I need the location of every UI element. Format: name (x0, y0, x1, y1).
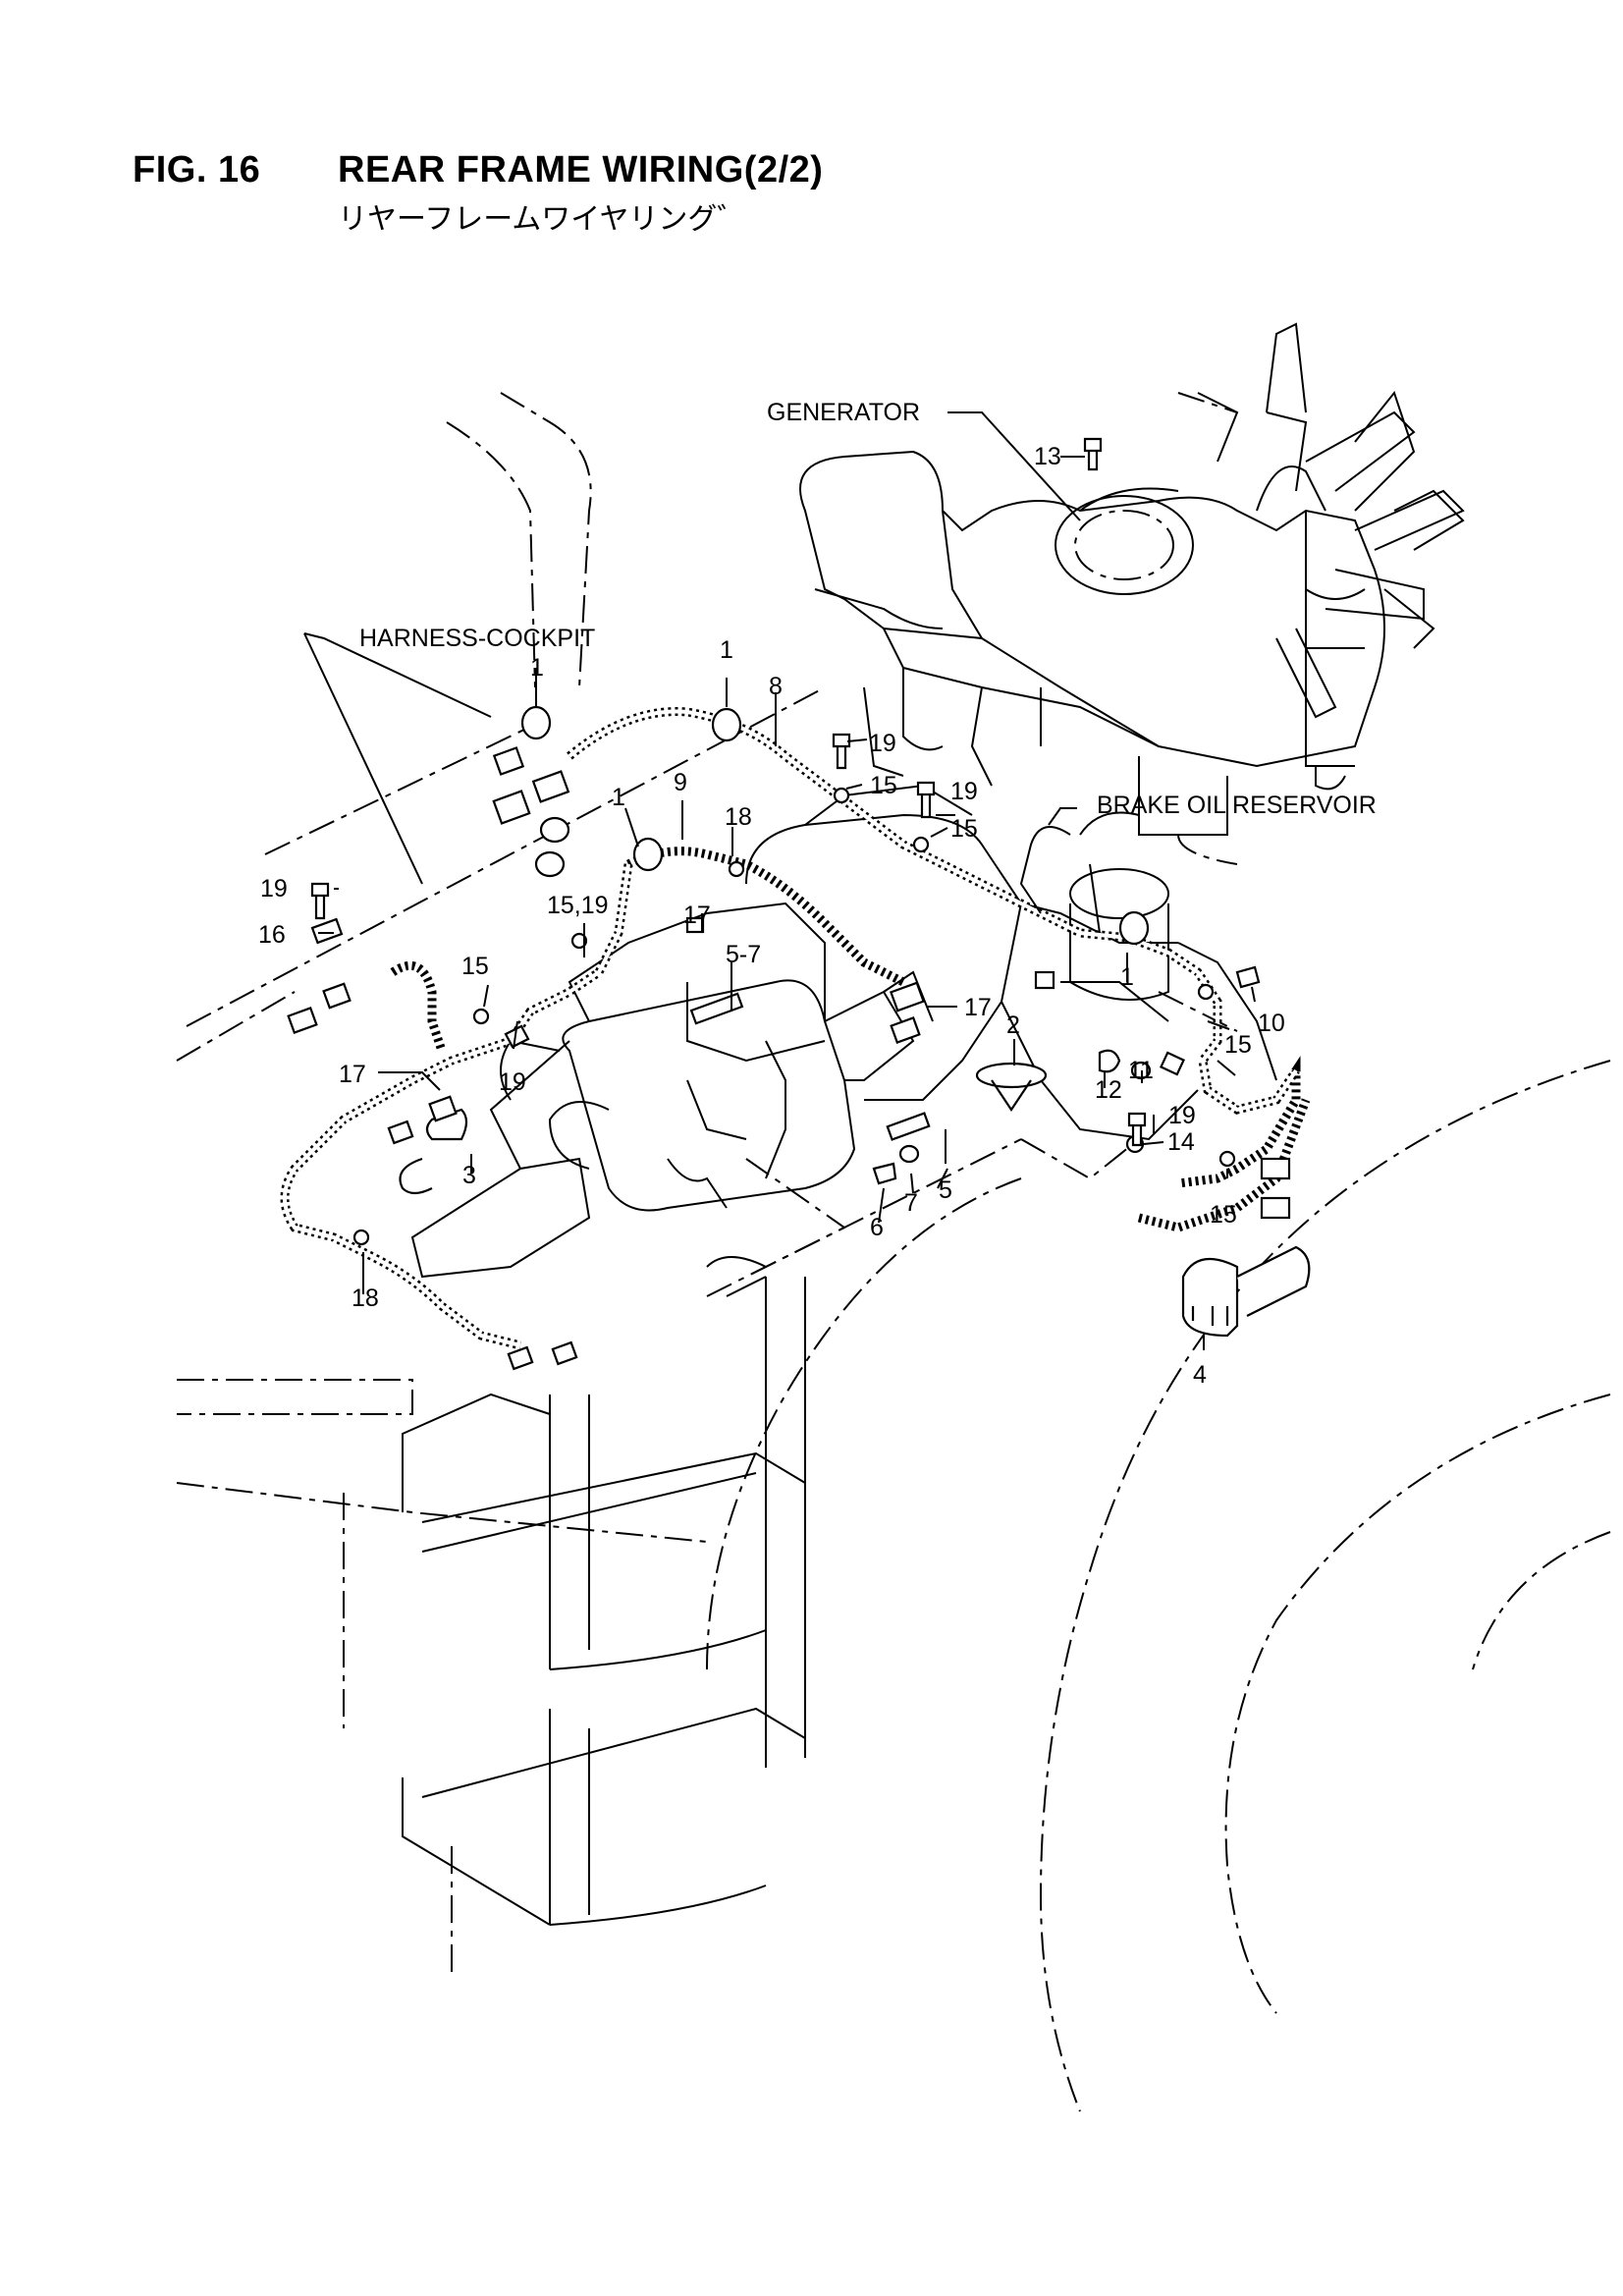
callout-1b: 1 (720, 636, 733, 664)
figure-title: REAR FRAME WIRING(2/2) (338, 149, 824, 191)
ladder-steps (402, 1256, 806, 1926)
callout-16: 16 (258, 921, 286, 949)
callout-3: 3 (462, 1162, 476, 1189)
callout-14: 14 (1167, 1128, 1195, 1156)
figure-number: FIG. 16 (133, 149, 261, 191)
bolts (310, 437, 1261, 1185)
figure-subtitle: リヤーフレームワイヤリング゛ (338, 202, 747, 237)
callout-6: 6 (870, 1214, 884, 1241)
brake-oil-reservoir-tank (1069, 868, 1169, 1001)
callout-19c: 19 (260, 875, 288, 902)
callout-1c: 1 (612, 784, 625, 811)
pump-assembly (745, 784, 1277, 1141)
callout-7: 7 (904, 1189, 918, 1217)
callout-1a: 1 (530, 654, 544, 682)
frame-outline (176, 392, 1611, 2112)
callout-17a: 17 (683, 902, 711, 929)
callout-17c: 17 (339, 1061, 366, 1088)
callout-19e: 19 (1168, 1102, 1196, 1129)
filler-cap (975, 1062, 1048, 1112)
actuator (1181, 1245, 1311, 1338)
connectors (287, 705, 1291, 1371)
leader-lines (303, 411, 1256, 1350)
fan (1266, 322, 1465, 719)
callout-18b: 18 (352, 1285, 379, 1312)
engine-block (799, 390, 1465, 836)
callout-13: 13 (1034, 443, 1061, 470)
transmission-housing (410, 902, 934, 1279)
label-harness-cockpit: HARNESS-COCKPIT (359, 625, 595, 652)
canister (399, 1108, 468, 1195)
callout-15e: 15 (1210, 1201, 1237, 1229)
callout-19a: 19 (869, 730, 896, 757)
callout-1d: 1 (1120, 963, 1134, 991)
callout-15b: 15 (950, 815, 978, 843)
callout-15d: 15 (1224, 1031, 1252, 1059)
label-generator: GENERATOR (767, 399, 920, 426)
wiring-harness (280, 707, 1311, 1350)
callout-5: 5 (939, 1176, 952, 1204)
callout-8: 8 (769, 673, 783, 700)
callout-12: 12 (1095, 1076, 1122, 1104)
callout-15-19: 15,19 (547, 892, 609, 919)
callout-19d: 19 (499, 1068, 526, 1096)
callout-19b: 19 (950, 778, 978, 805)
callout-11: 11 (1128, 1057, 1154, 1084)
callout-17b: 17 (964, 994, 992, 1021)
callout-4: 4 (1193, 1361, 1207, 1389)
callout-15c: 15 (461, 953, 489, 980)
callout-10: 10 (1258, 1010, 1285, 1037)
callout-9: 9 (674, 769, 687, 796)
callout-18a: 18 (725, 803, 752, 831)
callout-15a: 15 (870, 772, 897, 799)
callout-2: 2 (1006, 1011, 1020, 1039)
label-brake-oil-reservoir: BRAKE OIL RESERVOIR (1097, 792, 1377, 819)
callout-5-7: 5-7 (726, 941, 761, 968)
